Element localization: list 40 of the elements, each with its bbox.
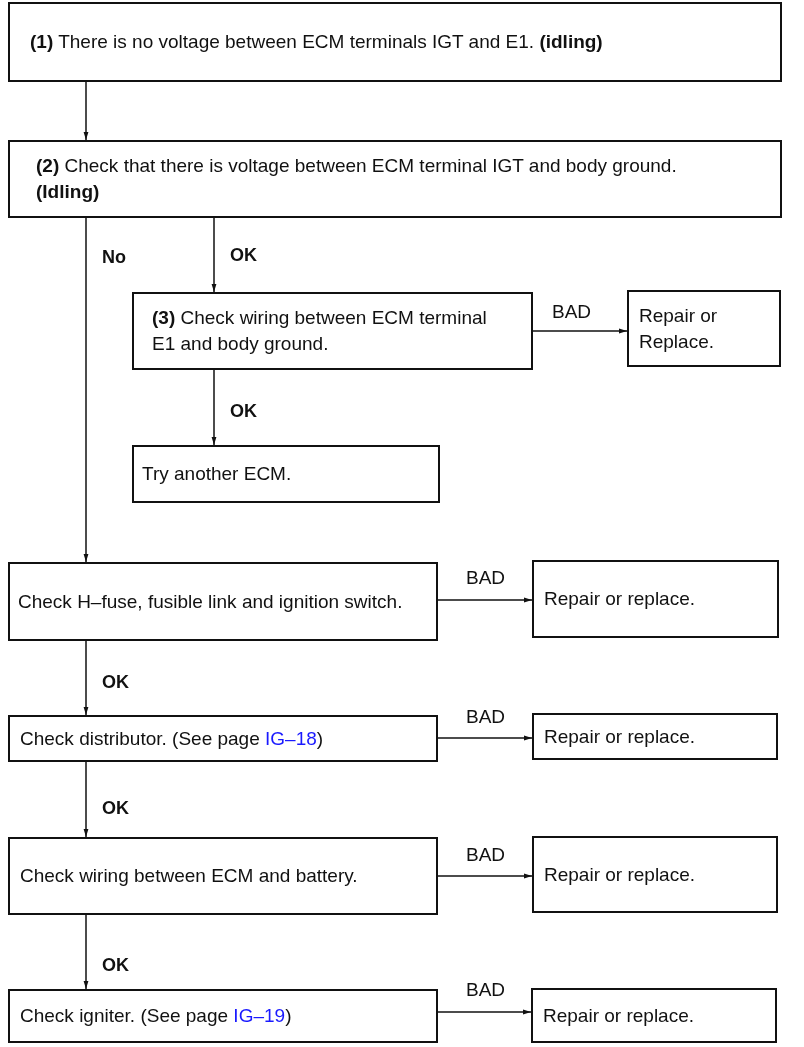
arrow — [83, 81, 89, 141]
step-box — [531, 988, 777, 1043]
step-text: Repair or Replace. — [639, 303, 719, 354]
page-link: IG–18 — [265, 727, 317, 749]
step-text: Check H–fuse, fusible link and ignition switch. — [18, 589, 404, 614]
arrow — [532, 328, 628, 334]
arrow — [437, 735, 533, 741]
step-text: Repair or replace. — [544, 587, 697, 612]
step-text: Check igniter. (See page IG–19) — [20, 1004, 293, 1029]
step-box — [8, 989, 438, 1043]
arrow — [83, 761, 89, 838]
step-box — [132, 445, 440, 503]
step-box — [132, 292, 533, 370]
arrow — [83, 914, 89, 990]
arrow — [83, 640, 89, 716]
step-text: Repair or replace. — [543, 1003, 696, 1028]
step-box — [8, 715, 438, 762]
step-box — [8, 140, 782, 218]
step-box — [627, 290, 781, 367]
arrow — [437, 597, 533, 603]
arrow — [437, 873, 533, 879]
step-box — [532, 713, 778, 760]
step-box — [8, 562, 438, 641]
step-text: Try another ECM. — [142, 462, 293, 487]
step-text: Check distributor. (See page IG–18) — [20, 726, 325, 751]
step-box — [532, 836, 778, 913]
arrow — [83, 217, 89, 563]
page-link: IG–19 — [233, 1005, 286, 1027]
step-box — [8, 837, 438, 915]
step-box — [532, 560, 779, 638]
step-box — [8, 2, 782, 82]
step-text: (2) Check that there is voltage between ECM terminal IGT and body ground. (Idling) — [36, 154, 678, 204]
step-text: (3) Check wiring between ECM terminal E1 and body ground. — [152, 306, 488, 356]
arrow — [211, 369, 217, 446]
arrow — [437, 1009, 532, 1015]
step-text: Repair or replace. — [544, 862, 697, 887]
step-text: (1) There is no voltage between ECM terminals IGT and E1. (idling) — [30, 30, 604, 55]
arrow — [211, 217, 217, 293]
step-text: Repair or replace. — [544, 724, 697, 749]
step-text: Check wiring between ECM and battery. — [20, 864, 359, 889]
